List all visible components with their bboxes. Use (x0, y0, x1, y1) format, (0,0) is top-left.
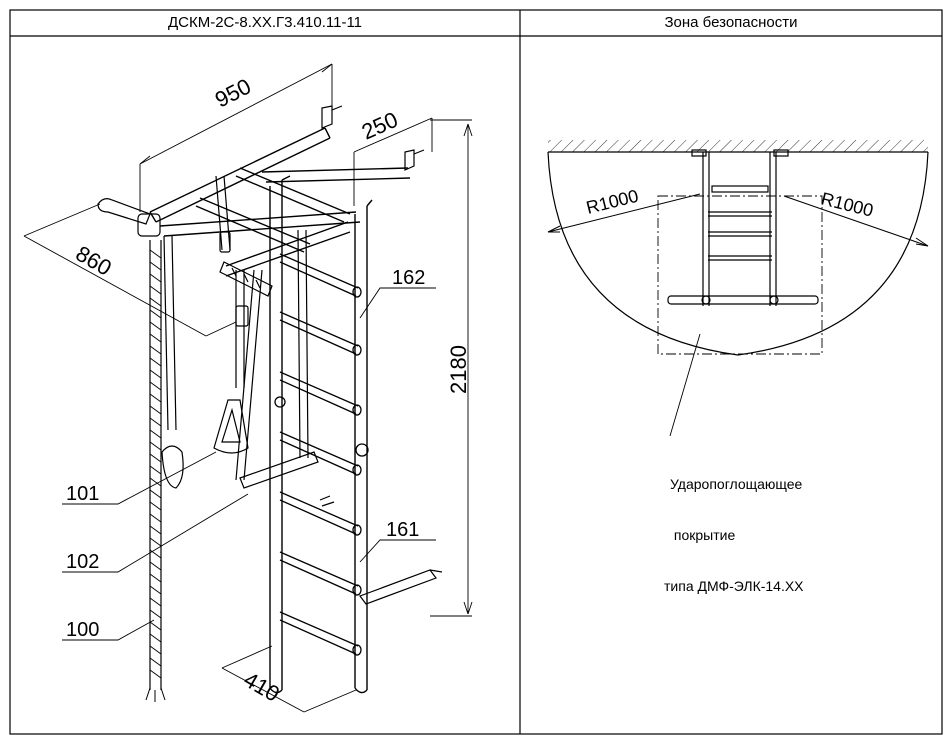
wall-bars-drawing (97, 105, 443, 702)
dim-860: 860 (72, 241, 116, 281)
right-column-title: Зона безопасности (664, 14, 798, 31)
radius-right-label: R1000 (819, 188, 875, 220)
callout-102: 102 (66, 551, 99, 573)
top-frame (149, 127, 411, 277)
climbing-rope (145, 240, 166, 702)
mid-bracket (319, 495, 335, 507)
safety-zone-drawing (547, 140, 929, 437)
dimension-lines (23, 63, 473, 713)
ladder-top-view (667, 149, 819, 306)
callout-101: 101 (66, 483, 99, 505)
surface-note-line-3: типа ДМФ-ЭЛК-14.ХХ (664, 578, 804, 594)
surface-note: Ударопоглощающее покрытие типа ДМФ-ЭЛК-1… (664, 442, 804, 629)
callout-100: 100 (66, 619, 99, 641)
dim-410: 410 (240, 667, 284, 707)
dim-2180: 2180 (446, 345, 471, 394)
bar-with-grip (219, 261, 273, 297)
pull-up-handle (97, 198, 161, 237)
table-frame (9, 9, 943, 735)
callout-162: 162 (392, 267, 425, 289)
surface-note-line-2: покрытие (670, 527, 736, 543)
left-column-title: ДСКМ-2С-8.ХХ.Г3.410.11-11 (167, 14, 363, 31)
dim-950: 950 (211, 74, 255, 113)
callout-161: 161 (386, 519, 419, 541)
trapeze (235, 229, 319, 489)
ceiling-brackets (321, 105, 425, 171)
radius-left-label: R1000 (584, 186, 640, 218)
wall-bracket (359, 569, 443, 605)
dim-250: 250 (358, 107, 402, 145)
surface-note-line-1: Ударопоглощающее (670, 476, 803, 492)
ladder-rungs (274, 253, 369, 656)
callout-leaders (62, 287, 436, 641)
